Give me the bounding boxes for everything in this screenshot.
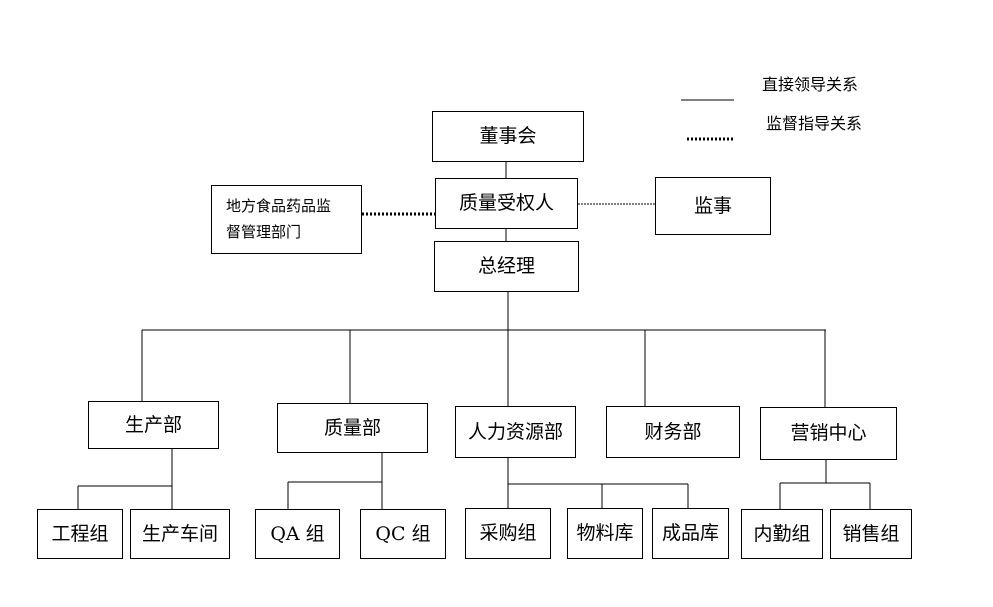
local-fda-line2: 督管理部门 (226, 222, 302, 241)
finished-goods-store-node: 成品库 (652, 508, 729, 559)
legend-dotted-label: 监督指导关系 (766, 114, 863, 133)
finance-dept-node: 财务部 (606, 406, 740, 458)
qc-group-node: QC 组 (360, 509, 446, 559)
materials-store-node: 物料库 (567, 508, 643, 559)
sales-group-node: 销售组 (830, 509, 912, 559)
production-dept-node: 生产部 (88, 401, 219, 449)
supervisor-node: 监事 (655, 177, 771, 235)
qa-group-node: QA 组 (255, 509, 340, 559)
board-node: 董事会 (432, 111, 584, 162)
purchasing-group-node: 采购组 (465, 508, 551, 559)
engineering-group-node: 工程组 (37, 509, 123, 559)
marketing-center-node: 营销中心 (760, 407, 897, 460)
quality-dept-node: 质量部 (277, 403, 428, 453)
local-fda-node: 地方食品药品监 督管理部门 (211, 185, 362, 254)
local-fda-line1: 地方食品药品监 (226, 197, 332, 215)
legend-solid-label: 直接领导关系 (762, 75, 859, 94)
hr-dept-node: 人力资源部 (455, 406, 576, 458)
quality-authorized-person-node: 质量受权人 (435, 178, 578, 229)
production-workshop-node: 生产车间 (130, 509, 230, 559)
general-manager-node: 总经理 (434, 241, 579, 292)
internal-affairs-group-node: 内勤组 (741, 509, 823, 559)
